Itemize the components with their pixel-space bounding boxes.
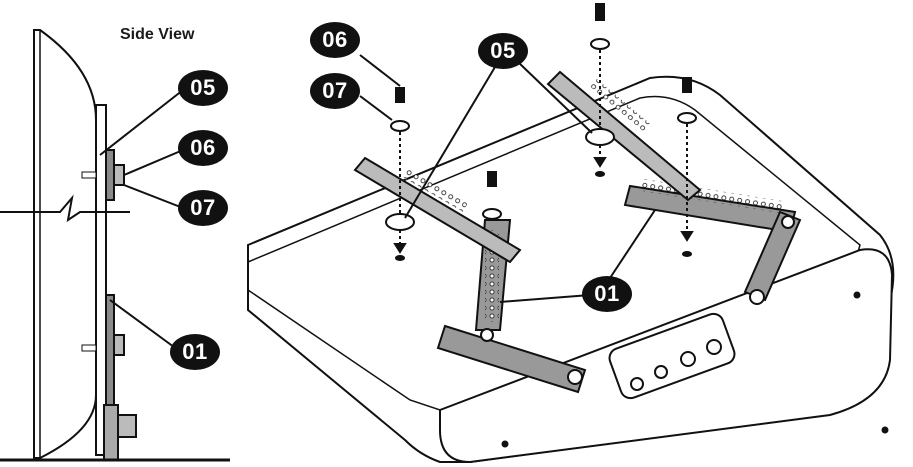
- side-screw-upper: [113, 164, 125, 186]
- screw-set-bracket-left: [482, 171, 502, 220]
- side-bracket-upper: [105, 149, 115, 201]
- main-view-drawing: [247, 3, 895, 464]
- callout-01-main: 01: [582, 276, 632, 312]
- callout-07-main: 07: [310, 73, 360, 109]
- side-break-line: [0, 194, 130, 223]
- callout-05-main: 05: [478, 33, 528, 69]
- side-stand-knob: [117, 414, 137, 438]
- callout-05-side: 05: [178, 70, 228, 106]
- side-stand-post: [103, 404, 119, 461]
- side-back-plate: [95, 104, 107, 456]
- screw-set-bracket-right: [677, 77, 697, 257]
- tv-connector-panel: [608, 312, 736, 400]
- screw-set-right: [585, 3, 615, 177]
- bracket-right-vertical: [743, 210, 802, 302]
- callout-01-side: 01: [170, 334, 220, 370]
- side-bracket-lower: [105, 294, 115, 411]
- callout-06-main: 06: [310, 22, 360, 58]
- side-view-drawing: [0, 29, 230, 462]
- callout-06-side: 06: [178, 130, 228, 166]
- rail-right: [546, 70, 702, 202]
- bracket-left-horizontal: [436, 324, 587, 394]
- screw-set-left: [385, 87, 415, 261]
- callout-07-side: 07: [178, 190, 228, 226]
- rail-left: [353, 156, 522, 264]
- side-tv-panel: [33, 29, 97, 459]
- side-screw-lower: [113, 334, 125, 356]
- side-view-title: Side View: [120, 26, 195, 43]
